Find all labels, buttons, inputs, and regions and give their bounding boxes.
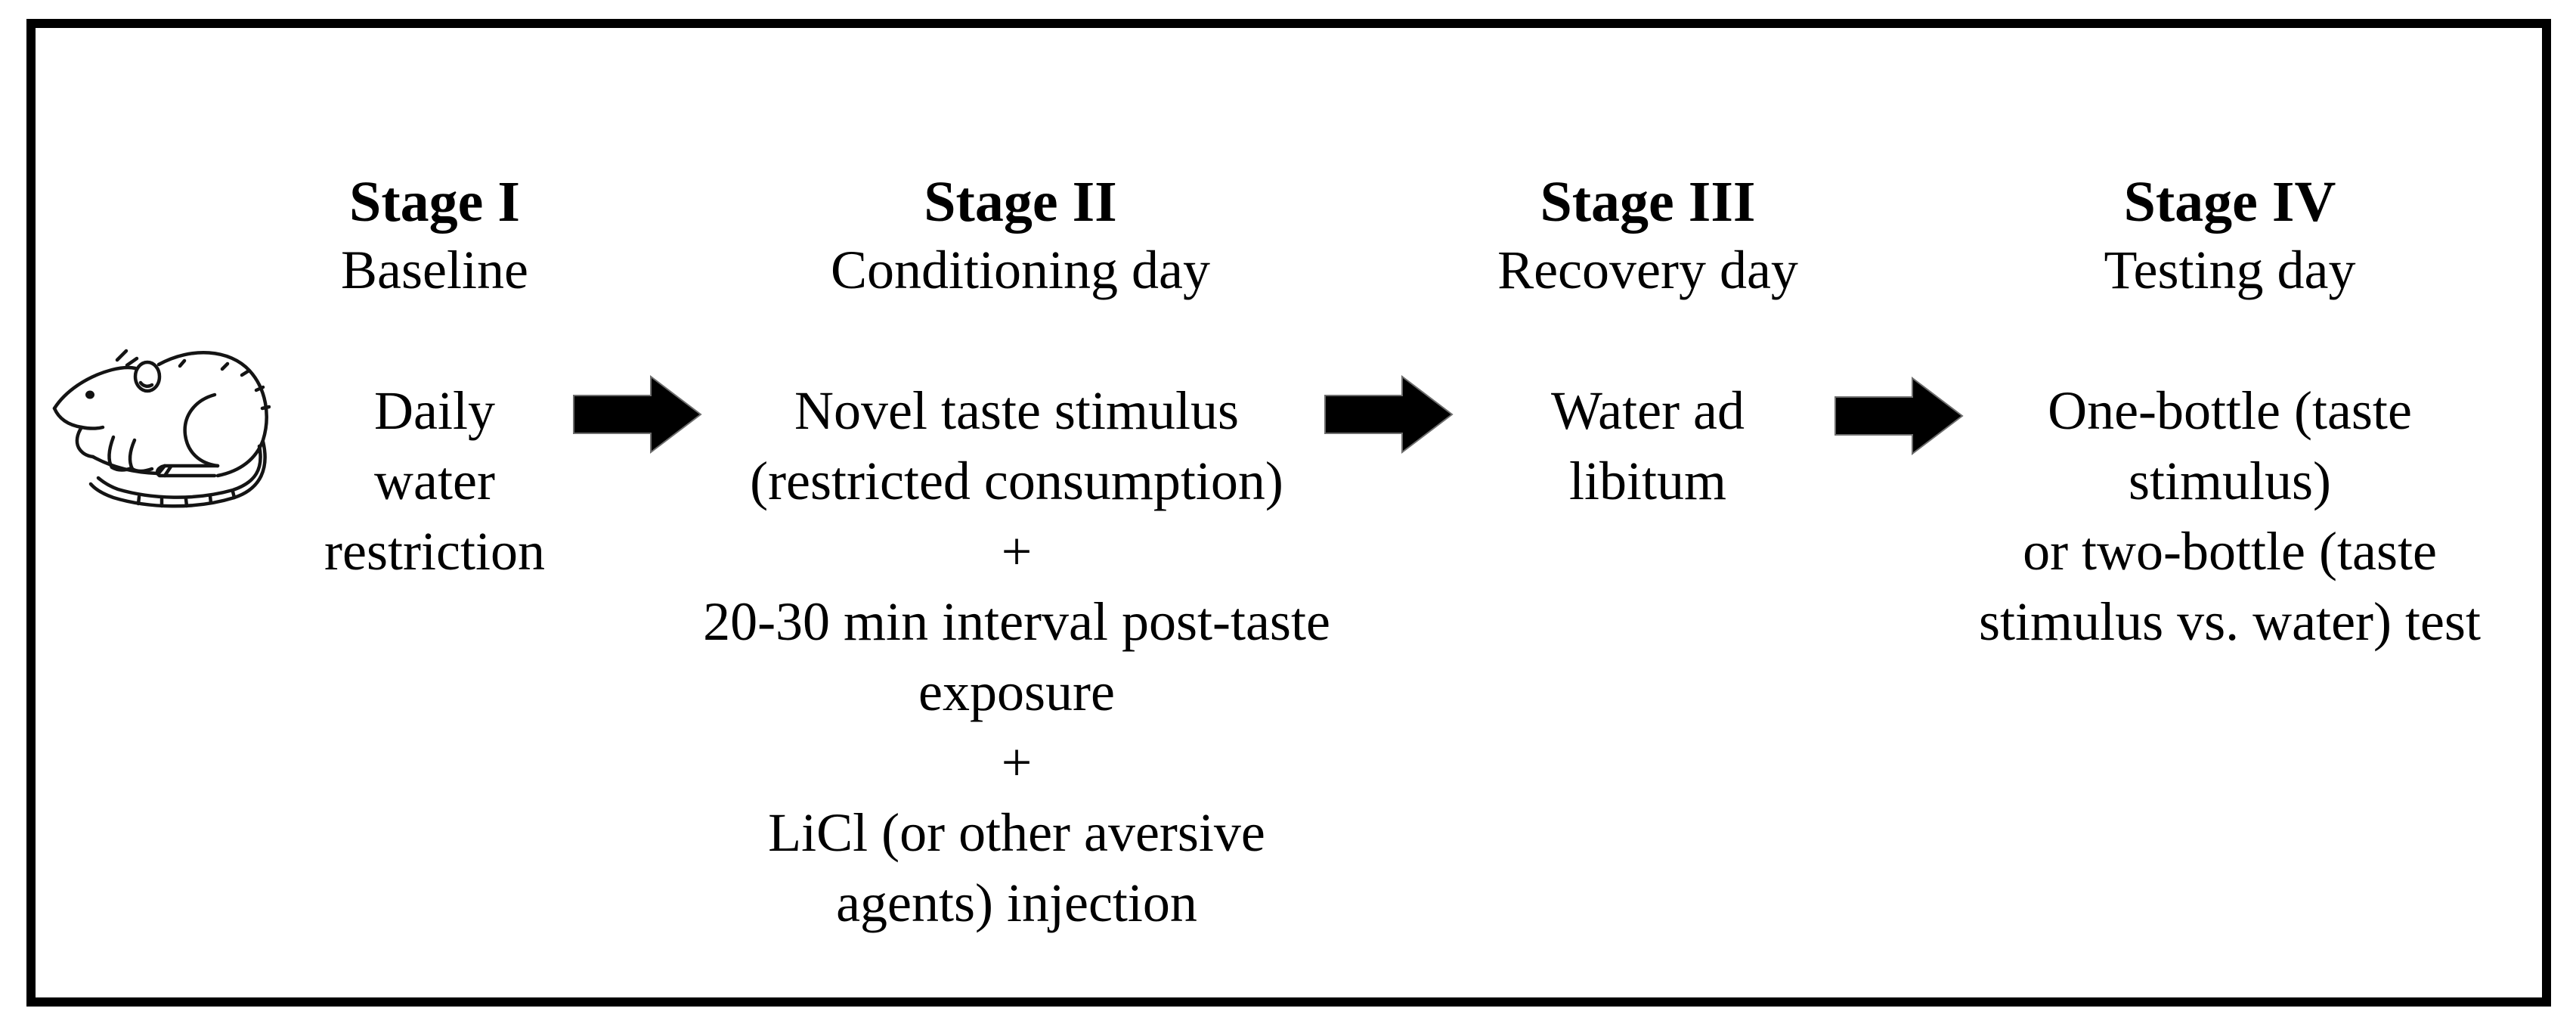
stage-column-ii: Stage II Conditioning day bbox=[680, 168, 1361, 304]
stage-subtitle: Testing day bbox=[2104, 240, 2356, 300]
flow-arrow-icon bbox=[573, 374, 702, 454]
stage-subtitle: Recovery day bbox=[1497, 240, 1798, 300]
stage-subtitle: Conditioning day bbox=[831, 240, 1210, 300]
stage-title: Stage II bbox=[924, 170, 1117, 234]
stage-title: Stage I bbox=[349, 170, 520, 234]
stage-column-i: Stage I Baseline bbox=[208, 168, 661, 304]
stage-subtitle: Baseline bbox=[341, 240, 528, 300]
stage-title: Stage IV bbox=[2123, 170, 2336, 234]
rat-icon bbox=[52, 349, 271, 508]
flow-arrow-icon bbox=[1324, 374, 1454, 454]
stage-title: Stage III bbox=[1540, 170, 1756, 234]
flow-arrow-icon bbox=[1834, 376, 1964, 456]
stage-body: Water ad libitum bbox=[1550, 380, 1745, 511]
figure-frame bbox=[26, 19, 2551, 1007]
stage-column-iii: Stage III Recovery day bbox=[1421, 168, 1875, 304]
stage-body: One-bottle (taste stimulus) or two-bottl… bbox=[1979, 380, 2481, 652]
stage-body: Daily water restriction bbox=[324, 380, 545, 582]
stage-column-iv: Stage IV Testing day bbox=[1965, 168, 2494, 304]
stage-body: Novel taste stimulus (restricted consump… bbox=[703, 380, 1330, 933]
